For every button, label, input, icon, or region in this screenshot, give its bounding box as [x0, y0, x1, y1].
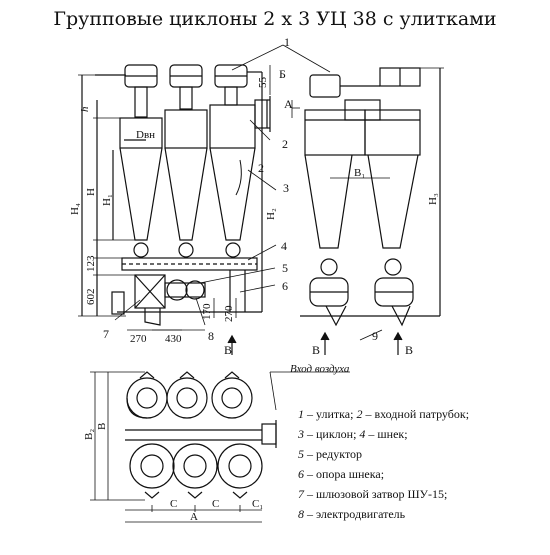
diagram-title: Групповые циклоны 2 х 3 УЦ 38 с улитками	[53, 8, 497, 30]
front-view	[78, 44, 331, 331]
dim-A: А	[190, 511, 198, 523]
arrow-label-bottom: B	[224, 343, 232, 357]
dim-270-a: 270	[130, 333, 147, 345]
side-view	[291, 67, 444, 355]
callout-3: 3	[283, 181, 289, 195]
dim-C-1: C	[170, 498, 177, 510]
callout-2: 2	[282, 137, 288, 151]
dim-H: H	[85, 188, 97, 196]
legend-row-3: 5 – редуктор	[298, 447, 362, 461]
legend-row-4: 6 – опора шнека;	[298, 467, 384, 481]
dim-123: 123	[85, 255, 97, 272]
dim-270-b: 270	[223, 305, 235, 322]
callout-9: 9	[372, 329, 378, 343]
legend: 1 – улитка; 2 – входной патрубок; 3 – ци…	[297, 407, 469, 521]
callout-1: 1	[284, 35, 290, 49]
dim-h: h	[79, 106, 91, 112]
dim-170: 170	[201, 303, 213, 320]
dim-H1: H₁	[101, 194, 113, 206]
arrow-label-right: B	[405, 343, 413, 357]
cyclone-body-right	[209, 104, 256, 149]
air-inlet-label: Вход воздуха	[290, 363, 350, 375]
section-mark-a: А	[284, 97, 293, 111]
dim-B: B	[96, 423, 108, 430]
callout-8: 8	[208, 329, 214, 343]
legend-row-1: 1 – улитка; 2 – входной патрубок;	[298, 407, 469, 421]
callout-7: 7	[103, 327, 109, 341]
dim-dvn: Dвн	[136, 129, 155, 141]
cyclone-body-left	[119, 117, 163, 149]
dim-H2: H₂	[265, 208, 277, 220]
plan-view	[90, 371, 350, 523]
legend-row-5: 7 – шлюзовой затвор ШУ-15;	[298, 487, 447, 501]
dim-H3: H₃	[427, 193, 439, 205]
callout-5: 5	[282, 261, 288, 275]
dim-602: 602	[85, 289, 97, 306]
legend-row-2: 3 – циклон; 4 – шнек;	[297, 427, 408, 441]
dim-B2: B₂	[83, 429, 95, 440]
callout-2-inner: 2	[258, 161, 264, 175]
dim-C-2: C	[212, 498, 219, 510]
cyclone-body-mid	[164, 109, 208, 149]
callout-6: 6	[282, 279, 288, 293]
dim-B1: B₁	[354, 167, 365, 179]
dim-H4: H₄	[69, 203, 81, 215]
dimension-labels: h Dвн H H₁ H₄ H₂ H₃ 123 602 55 270 430 1…	[69, 35, 439, 523]
dim-55: 55	[257, 77, 269, 89]
dim-C1: C₁	[252, 498, 263, 510]
dim-430: 430	[165, 333, 182, 345]
legend-row-6: 8 – электродвигатель	[298, 507, 406, 521]
arrow-label-left: B	[312, 343, 320, 357]
callout-4: 4	[281, 239, 287, 253]
section-mark-b: Б	[279, 67, 286, 81]
